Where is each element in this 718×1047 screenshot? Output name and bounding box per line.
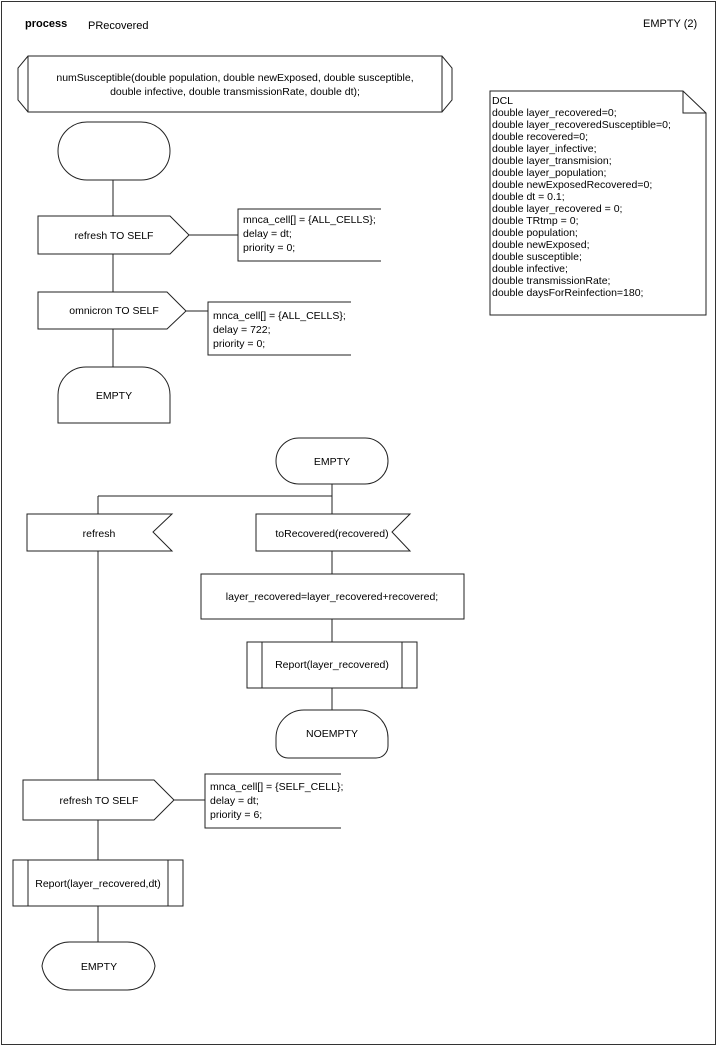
procedure-signature-box[interactable]: numSusceptible(double population, double… <box>17 55 453 113</box>
output-omnicron-label: omnicron TO SELF <box>69 305 158 317</box>
dcl-line: double newExposed; <box>492 239 590 251</box>
omnicron-params-comment: mnca_cell[] = {ALL_CELLS}; delay = 722; … <box>207 301 351 356</box>
procedure-report-2-label: Report(layer_recovered,dt) <box>35 878 160 890</box>
state-empty-2-label: EMPTY <box>314 456 350 468</box>
refresh-param-2: delay = dt; <box>243 228 292 240</box>
refresh-params-comment: mnca_cell[] = {ALL_CELLS}; delay = dt; p… <box>237 208 381 262</box>
output-omnicron-to-self[interactable]: omnicron TO SELF <box>37 291 187 330</box>
dcl-line: double dt = 0.1; <box>492 191 565 203</box>
process-name: PRecovered <box>88 20 149 32</box>
input-refresh-label: refresh <box>83 528 116 540</box>
output-refresh-to-self[interactable]: refresh TO SELF <box>37 215 190 255</box>
task-assign-recovered[interactable]: layer_recovered=layer_recovered+recovere… <box>200 573 465 620</box>
dcl-declaration-box[interactable]: DCL double layer_recovered=0;double laye… <box>489 90 707 316</box>
dcl-line: double layer_recovered = 0; <box>492 203 622 215</box>
dcl-line: double daysForReinfection=180; <box>492 287 643 299</box>
refresh2-param-1: mnca_cell[] = {SELF_CELL}; <box>210 781 343 793</box>
dcl-line: double transmissionRate; <box>492 275 610 287</box>
dcl-line: double recovered=0; <box>492 131 588 143</box>
procedure-report-1[interactable]: Report(layer_recovered) <box>246 641 418 689</box>
state-noempty[interactable]: NOEMPTY <box>275 709 389 759</box>
process-keyword: process <box>25 18 67 30</box>
procedure-report-2[interactable]: Report(layer_recovered,dt) <box>12 859 184 907</box>
dcl-line: double layer_infective; <box>492 143 596 155</box>
dcl-line: double infective; <box>492 263 568 275</box>
output-refresh-to-self-2[interactable]: refresh TO SELF <box>22 779 175 821</box>
signature-line-1: numSusceptible(double population, double… <box>56 72 413 84</box>
refresh2-params-comment: mnca_cell[] = {SELF_CELL}; delay = dt; p… <box>204 773 343 829</box>
dcl-line: double layer_population; <box>492 167 606 179</box>
refresh2-param-2: delay = dt; <box>210 795 259 807</box>
dcl-line: double layer_recovered=0; <box>492 107 617 119</box>
refresh-param-1: mnca_cell[] = {ALL_CELLS}; <box>243 214 376 226</box>
state-empty-1[interactable]: EMPTY <box>57 366 171 424</box>
refresh2-param-3: priority = 6; <box>210 809 262 821</box>
dcl-line: double layer_recoveredSusceptible=0; <box>492 119 671 131</box>
task-assign-label: layer_recovered=layer_recovered+recovere… <box>226 591 438 603</box>
omnicron-param-1: mnca_cell[] = {ALL_CELLS}; <box>213 310 346 322</box>
input-to-recovered-label: toRecovered(recovered) <box>275 528 388 540</box>
output-refresh-2-label: refresh TO SELF <box>60 795 139 807</box>
state-noempty-label: NOEMPTY <box>306 728 358 740</box>
refresh-param-3: priority = 0; <box>243 242 295 254</box>
dcl-lines: double layer_recovered=0;double layer_re… <box>492 107 671 299</box>
state-empty-3[interactable]: EMPTY <box>41 941 156 991</box>
dcl-title: DCL <box>492 95 513 107</box>
start-state[interactable] <box>57 121 171 181</box>
procedure-report-1-label: Report(layer_recovered) <box>275 659 389 671</box>
page-label: EMPTY (2) <box>643 18 697 30</box>
dcl-line: double susceptible; <box>492 251 582 263</box>
signature-line-2: double infective, double transmissionRat… <box>110 86 360 98</box>
dcl-line: double newExposedRecovered=0; <box>492 179 652 191</box>
omnicron-param-3: priority = 0; <box>213 338 265 350</box>
omnicron-param-2: delay = 722; <box>213 324 271 336</box>
input-to-recovered[interactable]: toRecovered(recovered) <box>255 513 412 552</box>
dcl-line: double TRtmp = 0; <box>492 215 578 227</box>
state-empty-3-label: EMPTY <box>81 961 117 973</box>
dcl-line: double layer_transmision; <box>492 155 612 167</box>
dcl-line: double population; <box>492 227 578 239</box>
input-refresh[interactable]: refresh <box>26 513 174 552</box>
state-empty-1-label: EMPTY <box>96 390 132 402</box>
output-refresh-label: refresh TO SELF <box>75 230 154 242</box>
state-empty-2[interactable]: EMPTY <box>275 437 389 485</box>
